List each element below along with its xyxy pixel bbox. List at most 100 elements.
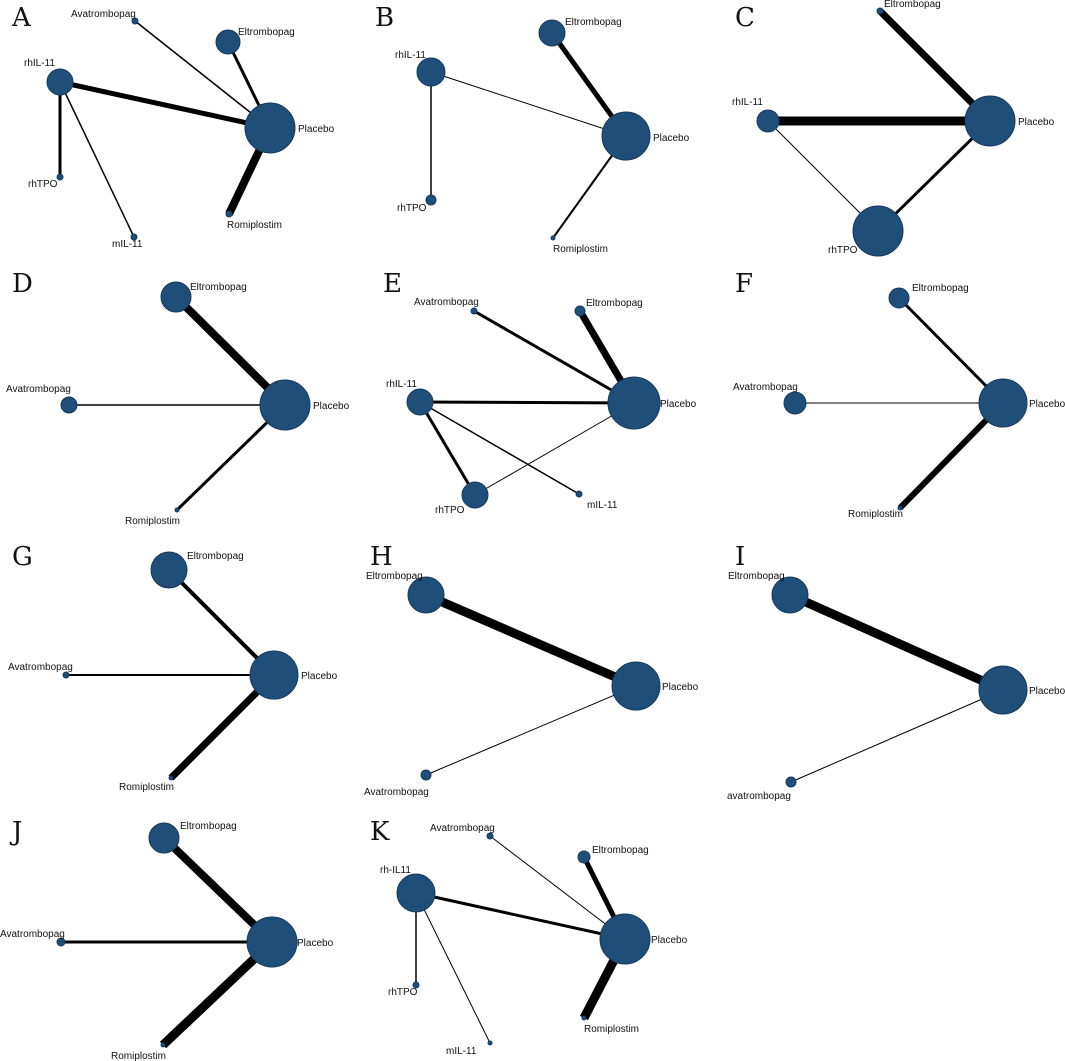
edge-rhil11-rhtpo [767,120,879,232]
node-label-rhtpo: rhTPO [435,505,465,516]
edge-rhil11-mil11 [59,81,135,238]
node-label-avatrombopag: Avatrombopag [71,9,136,20]
node-label-eltrombopag: Eltrombopag [187,551,244,562]
node-eltrombopag [150,551,188,589]
node-label-eltrombopag: Eltrombopag [238,27,295,38]
panel-letter: F [735,269,753,299]
edge-avatrombopag-placebo [489,835,626,940]
node-rhil11 [46,68,74,96]
node-label-eltrombopag: Eltrombopag [912,283,969,294]
node-label-eltrombopag: Eltrombopag [884,0,941,10]
node-label-placebo: Placebo [297,938,334,949]
edge-avatrombopag-placebo [425,685,637,776]
node-eltrombopag [888,287,910,309]
node-mil11 [575,490,583,498]
node-label-placebo: Placebo [1018,117,1055,128]
node-label-placebo: Placebo [651,935,688,946]
edge-eltrombopag-placebo [173,294,288,408]
node-avatrombopag [785,776,797,788]
node-avatrombopag [62,671,70,679]
edge-rhil11-placebo [430,71,627,137]
node-avatrombopag [486,832,494,840]
node-rhil11 [396,873,436,913]
node-label-mil11: mIL-11 [112,239,143,250]
node-label-romiplostim: Romiplostim [119,782,174,793]
node-label-eltrombopag: Eltrombopag [180,821,237,832]
node-label-placebo: Placebo [301,671,338,682]
node-label-placebo: Placebo [653,133,690,144]
node-label-placebo: Placebo [662,682,699,693]
edge-eltrombopag-placebo [167,568,276,677]
node-placebo [611,661,661,711]
node-rhtpo [461,481,489,509]
panel-letter: I [735,542,745,572]
node-label-rhil11: rh-IL11 [380,865,411,876]
node-label-eltrombopag: Eltrombopag [190,282,247,293]
node-rhtpo [412,981,420,989]
node-eltrombopag [577,850,591,864]
node-label-rhtpo: rhTPO [397,203,427,214]
node-label-eltrombopag: Eltrombopag [728,571,785,582]
node-label-avatrombopag: Avatrombopag [8,662,73,673]
panel-letter: A [11,3,32,33]
node-romiplostim [225,210,233,218]
node-label-rhil11: rhIL-11 [24,58,55,69]
node-rhtpo [425,194,437,206]
node-label-avatrombopag: Avatrombopag [430,823,495,834]
node-label-rhtpo: rhTPO [828,245,858,256]
node-eltrombopag [215,29,241,55]
node-placebo [601,111,651,161]
node-label-eltrombopag: Eltrombopag [586,298,643,309]
node-label-romiplostim: Romiplostim [125,516,180,527]
node-avatrombopag [56,937,66,947]
node-romiplostim [897,505,903,511]
edge-rhil11-mil11 [419,401,580,495]
node-label-rhil11: rhIL-11 [395,50,426,61]
edge-avatrombopag-placebo [473,309,635,405]
edge-rhtpo-placebo [876,119,992,233]
panel-letter: D [12,269,33,299]
node-label-mil11: mIL-11 [446,1046,477,1057]
node-placebo [244,102,296,154]
node-avatrombopag [783,391,807,415]
node-label-rhil11: rhIL-11 [386,379,417,390]
node-eltrombopag [574,305,586,317]
node-eltrombopag [160,281,192,313]
node-placebo [607,376,661,430]
edge-eltrombopag-placebo [897,296,1005,405]
node-placebo [246,916,298,968]
edge-rhil11-placebo [59,79,271,131]
node-avatrombopag [470,307,478,315]
panel-letter: B [375,3,394,33]
node-eltrombopag [771,576,809,614]
panel-letter: K [370,817,390,847]
panel-letter: E [383,269,402,299]
edge-rhil11-placebo [415,891,626,941]
node-label-romiplostim: Romiplostim [553,244,608,255]
edge-eltrombopag-placebo [788,590,1005,695]
node-label-rhtpo: rhTPO [28,179,58,190]
node-label-placebo: Placebo [313,401,350,412]
node-label-placebo: Placebo [660,399,697,410]
node-placebo [978,665,1028,715]
node-romiplostim [550,235,556,241]
node-eltrombopag [876,7,884,15]
node-label-rhil11: rhIL-11 [732,97,763,108]
node-label-placebo: Placebo [1029,399,1065,410]
edge-rhil11-mil11 [415,892,491,1044]
edge-eltrombopag-placebo [877,8,993,124]
node-mil11 [487,1040,493,1046]
node-romiplostim [174,507,180,513]
node-label-romiplostim: Romiplostim [227,220,282,231]
